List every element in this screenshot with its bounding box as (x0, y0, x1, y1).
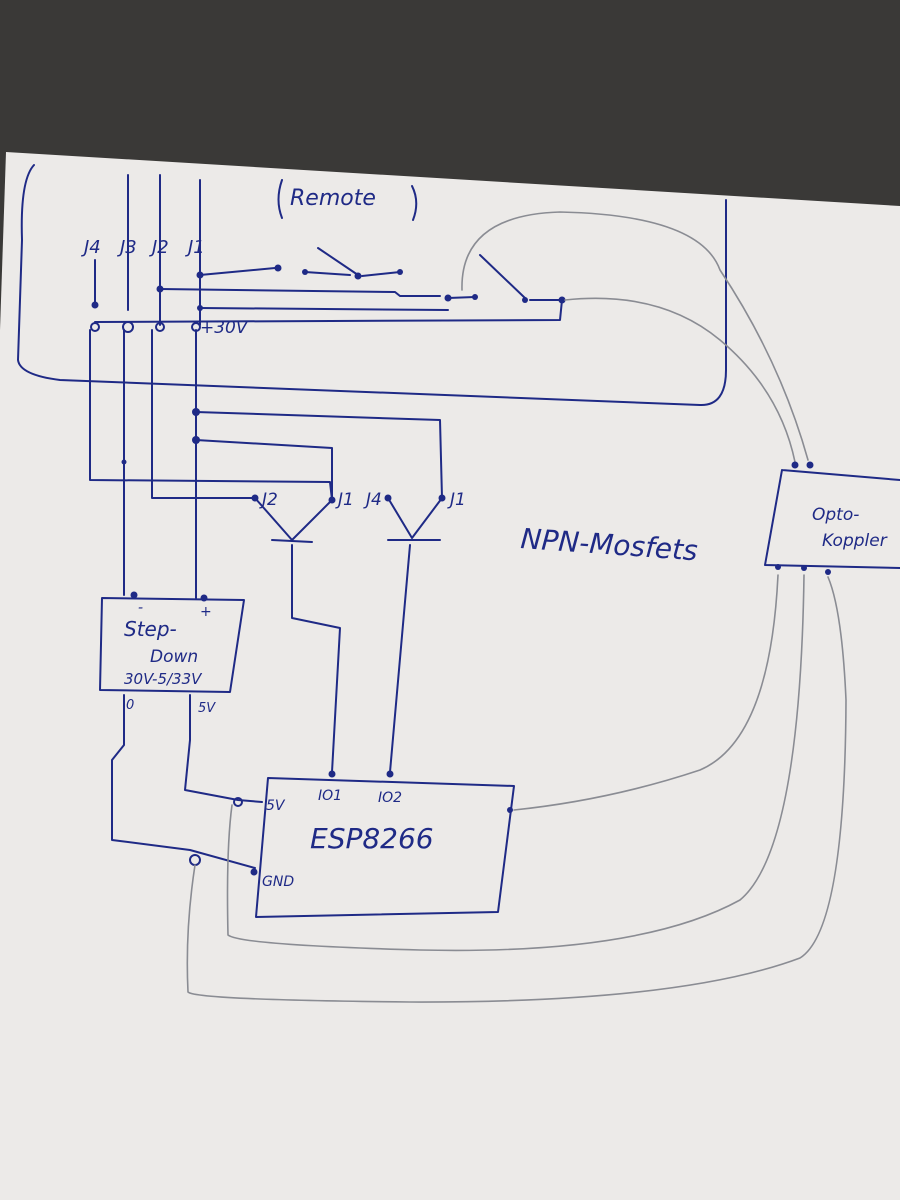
opto-return-wires (186, 574, 847, 1003)
transistor-left-pin-j2: J2 (259, 490, 278, 510)
stepdown-line3: 30V-5/33V (124, 670, 203, 688)
power-wires (111, 694, 263, 876)
remote-pin-wires (94, 174, 201, 326)
switch-contacts (91, 247, 566, 323)
stepdown-line1: Step- (124, 617, 177, 641)
remote-pin-j4: J4 (81, 237, 101, 258)
esp-5v-pin: 5V (266, 798, 286, 814)
transistor-right-pin-j4: J4 (363, 490, 382, 510)
esp-module: IO1 IO2 5V GND ESP8266 (255, 777, 515, 918)
terminal-row: +30V (90, 318, 249, 338)
stepdown-out-gnd: 0 (126, 698, 134, 713)
remote-pin-j1: J1 (185, 237, 205, 258)
stepdown-line2: Down (150, 647, 198, 667)
gate-wires (291, 544, 411, 778)
remote-pin-j2: J2 (149, 237, 169, 258)
transistor-right-pin-j1: J1 (447, 490, 466, 510)
esp-io1: IO1 (318, 788, 342, 804)
bus-wires (89, 329, 443, 599)
stepdown-out-5v: 5V (198, 701, 216, 716)
remote-pin-j3: J3 (117, 237, 137, 258)
esp-gnd-pin: GND (262, 874, 294, 890)
esp-name: ESP8266 (310, 822, 434, 855)
optocoupler-box: Opto- Koppler (764, 461, 900, 575)
remote-outline-wire (17, 164, 727, 407)
stepdown-minus: - (138, 600, 143, 616)
paper-sheet (0, 152, 900, 1200)
opto-line2: Koppler (822, 531, 888, 551)
remote-title-box: Remote (277, 179, 418, 221)
transistor-left-pin-j1: J1 (335, 490, 354, 510)
opto-line1: Opto- (812, 505, 859, 525)
transistor-right: J4 J1 (363, 490, 466, 541)
supply-label: +30V (200, 318, 249, 338)
transistor-left: J2 J1 (251, 490, 354, 543)
opto-wires (461, 211, 809, 463)
stepdown-plus: + (200, 604, 212, 620)
esp-io2: IO2 (378, 790, 402, 806)
remote-title: Remote (290, 186, 376, 211)
stepdown-box: - + Step- Down 30V-5/33V 0 5V (99, 591, 245, 716)
